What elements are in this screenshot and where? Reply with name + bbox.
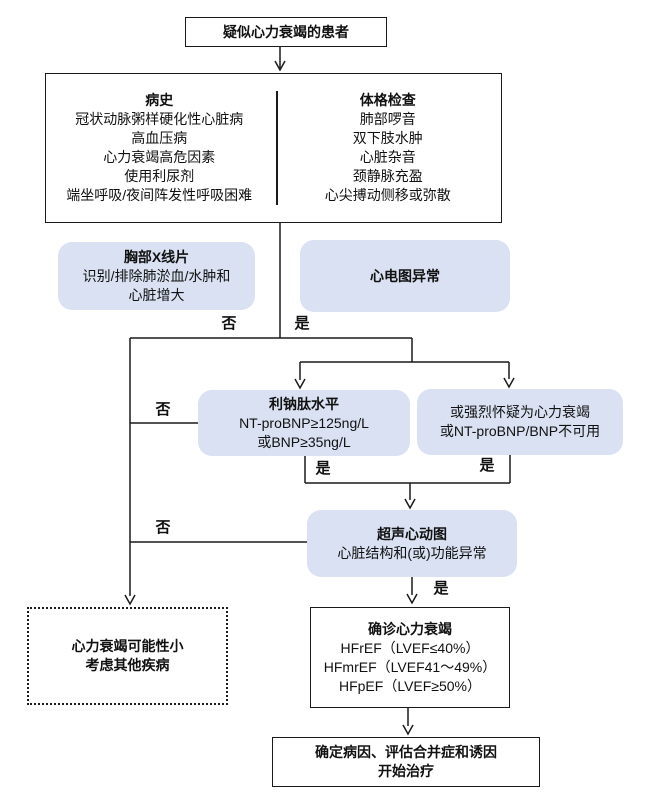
history-item: 心力衰竭高危因素 <box>103 149 216 165</box>
label-yes-echo: 是 <box>433 580 449 597</box>
echo-title: 超声心动图 <box>377 525 447 542</box>
diagnosis-line: HFmrEF（LVEF41～49%） <box>323 658 497 675</box>
label-yes-natriuretic: 是 <box>315 460 331 477</box>
echo-box: 超声心动图 心脏结构和(或)功能异常 <box>307 510 517 577</box>
history-item: 高血压病 <box>131 130 188 146</box>
assessment-box <box>45 73 502 223</box>
natriuretic-box: 利钠肽水平 NT-proBNP≥125ng/L 或BNP≥35ng/L <box>198 390 410 456</box>
arrowhead-title-to-assessment <box>274 60 286 72</box>
chest-xray-line: 识别/排除肺淤血/水肿和 <box>82 267 231 284</box>
label-no-natriuretic: 否 <box>155 401 171 418</box>
physical-exam-item: 双下肢水肿 <box>352 130 423 146</box>
assessment-columns: 病史 冠状动脉粥样硬化性心脏病 高血压病 心力衰竭高危因素 使用利尿剂 端坐呼吸… <box>45 73 502 223</box>
chest-xray-box: 胸部X线片 识别/排除肺淤血/水肿和 心脏增大 <box>58 242 255 310</box>
diagnosis-line: HFpEF（LVEF≥50%） <box>338 677 482 694</box>
label-no-echo: 否 <box>155 519 171 536</box>
physical-exam-title: 体格检查 <box>359 92 416 108</box>
arrowhead-into-echo <box>404 498 416 510</box>
history-item: 使用利尿剂 <box>124 168 195 184</box>
chest-xray-line: 心脏增大 <box>128 286 185 303</box>
treatment-line: 开始治疗 <box>378 763 434 779</box>
label-yes-ecg: 是 <box>294 315 310 332</box>
arrowhead-into-natriuretic <box>294 378 306 390</box>
history-item: 端坐呼吸/夜间阵发性呼吸困难 <box>66 187 253 203</box>
chest-xray-title: 胸部X线片 <box>123 248 190 265</box>
suspicion-box: 或强烈怀疑为心力衰竭 或NT-proBNP/BNP不可用 <box>417 389 623 455</box>
suspicion-line: 或NT-proBNP/BNP不可用 <box>439 423 601 439</box>
ecg-box: 心电图异常 <box>300 240 510 312</box>
history-item: 冠状动脉粥样硬化性心脏病 <box>75 111 244 127</box>
physical-exam-column: 体格检查 肺部啰音 双下肢水肿 心脏杂音 颈静脉充盈 心尖搏动侧移或弥散 <box>274 73 503 223</box>
low-probability-line: 心力衰竭可能性小 <box>71 638 184 654</box>
suspected-hf-box: 疑似心力衰竭的患者 <box>185 17 387 47</box>
diagnosis-title: 确诊心力衰竭 <box>368 620 452 637</box>
history-title: 病史 <box>145 92 174 108</box>
suspected-hf-text: 疑似心力衰竭的患者 <box>223 23 349 40</box>
echo-line: 心脏结构和(或)功能异常 <box>337 544 487 561</box>
physical-exam-item: 心脏杂音 <box>359 149 416 165</box>
physical-exam-item: 肺部啰音 <box>359 111 416 127</box>
natriuretic-title: 利钠肽水平 <box>269 395 339 412</box>
arrowhead-into-diagnosis <box>406 593 418 605</box>
treatment-box: 确定病因、评估合并症和诱因 开始治疗 <box>272 737 540 787</box>
natriuretic-line: 或BNP≥35ng/L <box>257 433 351 450</box>
physical-exam-item: 心尖搏动侧移或弥散 <box>324 187 451 203</box>
arrowhead-into-treatment <box>402 724 414 736</box>
diagnosis-box: 确诊心力衰竭 HFrEF（LVEF≤40%） HFmrEF（LVEF41～49%… <box>310 607 510 708</box>
diagnosis-line: HFrEF（LVEF≤40%） <box>340 639 480 656</box>
physical-exam-item: 颈静脉充盈 <box>352 168 423 184</box>
arrowhead-into-low-probability <box>124 594 136 606</box>
low-probability-box: 心力衰竭可能性小 考虑其他疾病 <box>27 607 228 705</box>
history-column: 病史 冠状动脉粥样硬化性心脏病 高血压病 心力衰竭高危因素 使用利尿剂 端坐呼吸… <box>45 73 274 223</box>
arrowhead-into-suspicion <box>503 377 515 389</box>
label-yes-suspicion: 是 <box>479 457 495 474</box>
ecg-title: 心电图异常 <box>370 267 440 284</box>
column-divider <box>276 91 278 205</box>
low-probability-line: 考虑其他疾病 <box>85 657 170 673</box>
treatment-line: 确定病因、评估合并症和诱因 <box>315 744 497 760</box>
natriuretic-line: NT-proBNP≥125ng/L <box>239 414 369 431</box>
suspicion-line: 或强烈怀疑为心力衰竭 <box>450 404 590 420</box>
label-no-xray: 否 <box>221 315 237 332</box>
